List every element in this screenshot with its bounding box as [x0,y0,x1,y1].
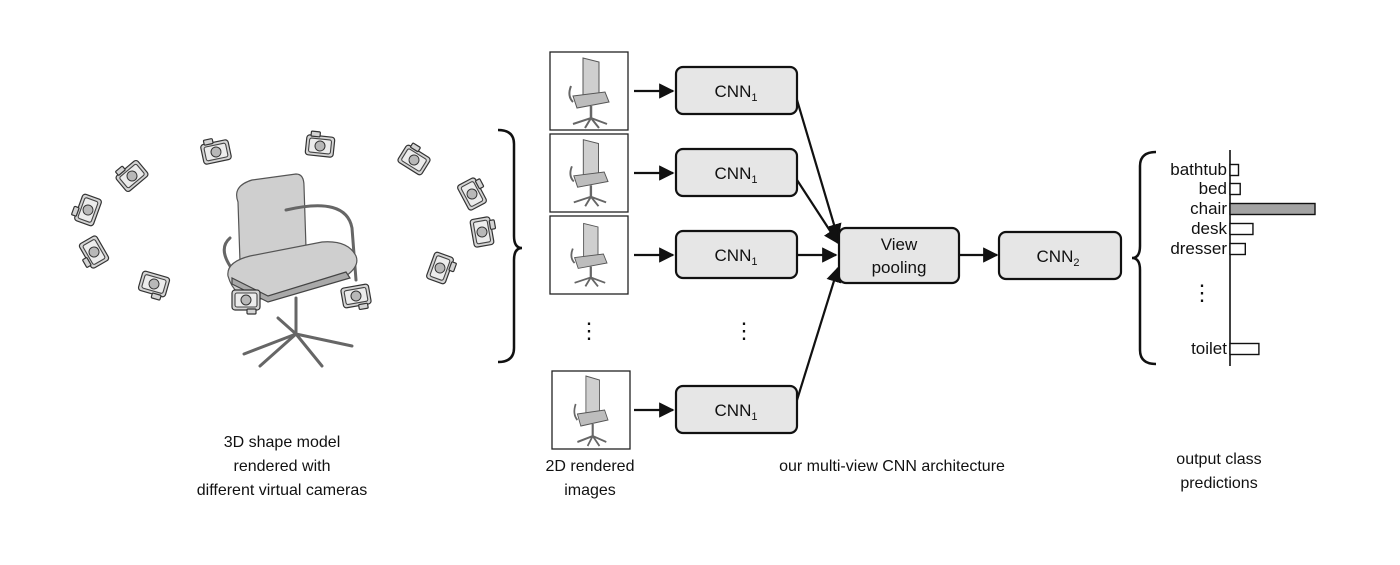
architecture-caption: our multi-view CNN architecture [779,458,1005,475]
svg-text:pooling: pooling [872,258,927,277]
camera-icon [339,283,373,313]
cnn1-box: CNN1 [674,229,799,280]
rendered-view-3 [549,215,629,295]
cnn1-box: CNN1 [674,147,799,198]
rendered-view-1 [549,51,629,131]
class-label: desk [1191,219,1227,238]
left-brace [497,128,523,364]
class-label: chair [1190,199,1227,218]
camera-icon [425,250,459,287]
prediction-bar [1229,163,1240,177]
class-label: toilet [1191,339,1227,358]
view-pooling-box: View pooling [837,226,961,285]
svg-text:CNN2: CNN2 [1037,247,1080,269]
prediction-bar [1229,222,1254,236]
camera-icon [69,191,103,228]
cnn1-box: CNN1 [674,384,799,435]
camera-icon [74,234,111,272]
left-caption-line1: 3D shape model [224,434,341,451]
cnn2-box: CNN2 [997,230,1123,281]
camera-icon [198,134,233,166]
svg-text:CNN1: CNN1 [715,164,758,186]
prediction-bar [1229,202,1316,216]
camera-icon [136,269,171,302]
right-brace [1131,150,1157,366]
class-ellipsis: ⋮ [1191,280,1213,305]
left-caption-line2: rendered with [234,458,331,475]
cnn1-box: CNN1 [674,65,799,116]
class-label: dresser [1170,239,1227,258]
output-caption-line2: predictions [1180,475,1257,492]
prediction-bar [1229,182,1241,196]
camera-icon [396,140,434,177]
prediction-bar [1229,242,1247,256]
arrow [796,179,839,245]
output-caption-line1: output class [1176,451,1261,468]
rendered-view-n [551,370,631,450]
camera-icon [455,174,492,212]
rendered-caption-line1: 2D rendered [546,458,635,475]
svg-text:View: View [881,235,918,254]
camera-icon [111,155,150,194]
camera-icon [469,215,499,249]
arrow [795,99,842,240]
arrow [795,266,842,401]
class-label: bed [1199,179,1227,198]
prediction-bar [1229,342,1260,356]
svg-text:CNN1: CNN1 [715,246,758,268]
class-label: bathtub [1170,160,1227,179]
camera-icon [231,289,261,315]
camera-icon [304,130,336,159]
svg-text:CNN1: CNN1 [715,401,758,423]
svg-text:CNN1: CNN1 [715,82,758,104]
rendered-view-2 [549,133,629,213]
rendered-caption-line2: images [564,482,616,499]
left-caption-line3: different virtual cameras [197,482,367,499]
chair-3d-illustration [222,173,358,368]
thumbnail-ellipsis: ⋮ [578,318,600,343]
cnn-ellipsis: ⋮ [733,318,755,343]
